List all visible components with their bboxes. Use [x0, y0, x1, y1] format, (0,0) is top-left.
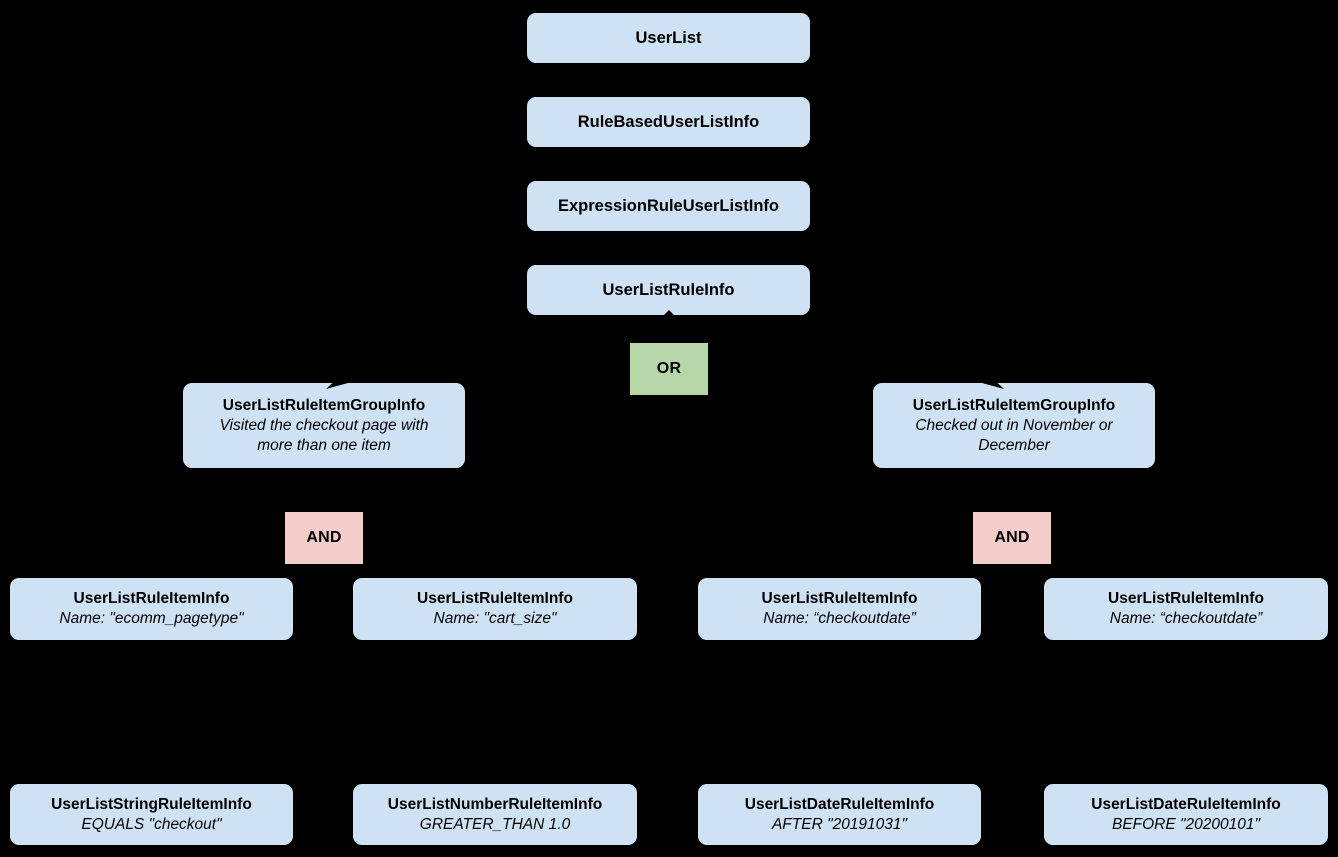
node-dateruleitem-before: UserListDateRuleItemInfo BEFORE "2020010… [1044, 784, 1328, 845]
node-stringruleitem: UserListStringRuleItemInfo EQUALS "check… [10, 784, 293, 845]
node-ruleitem-checkoutdate-2-name: Name: “checkoutdate” [1109, 610, 1263, 627]
node-ruleitem-cart-size-title: UserListRuleItemInfo [417, 590, 573, 607]
node-ruleitemgroup-left: UserListRuleItemGroupInfo Visited the ch… [183, 383, 465, 468]
node-ruleitem-cart-size-name: Name: "cart_size" [433, 610, 557, 627]
node-dateruleitem-after: UserListDateRuleItemInfo AFTER "20191031… [698, 784, 981, 845]
node-ruleitem-checkoutdate-2: UserListRuleItemInfo Name: “checkoutdate… [1044, 578, 1328, 640]
node-dateruleitem-before-operator: BEFORE "20200101" [1111, 815, 1260, 833]
node-numberruleitem-operator: GREATER_THAN 1.0 [419, 815, 571, 833]
node-ruleitem-checkoutdate-1-title: UserListRuleItemInfo [761, 590, 918, 607]
and-operator-left-label: AND [306, 529, 342, 546]
node-dateruleitem-after-title: UserListDateRuleItemInfo [744, 795, 935, 813]
node-numberruleitem-title: UserListNumberRuleItemInfo [387, 795, 603, 813]
node-stringruleitem-operator: EQUALS "checkout" [81, 815, 222, 833]
node-dateruleitem-after-operator: AFTER "20191031" [771, 815, 908, 833]
node-ruleitem-checkoutdate-1-name: Name: “checkoutdate” [763, 610, 916, 627]
and-operator-node-right: AND [973, 512, 1051, 564]
node-dateruleitem-before-title: UserListDateRuleItemInfo [1091, 795, 1281, 813]
and-operator-right-label: AND [994, 529, 1030, 546]
node-ruleitem-ecomm-pagetype-title: UserListRuleItemInfo [73, 590, 230, 607]
node-ruleitem-ecomm-pagetype-name: Name: "ecomm_pagetype" [59, 610, 244, 627]
node-rulebaseduserlistinfo-label: RuleBasedUserListInfo [577, 112, 760, 131]
node-userlistruleinfo-label: UserListRuleInfo [602, 280, 735, 299]
node-ruleitem-ecomm-pagetype: UserListRuleItemInfo Name: "ecomm_pagety… [10, 578, 293, 640]
node-ruleitemgroup-right-description: Checked out in November or December [915, 416, 1113, 454]
or-operator-label: OR [656, 360, 682, 377]
node-expressionruleuserlistinfo: ExpressionRuleUserListInfo [527, 181, 810, 231]
and-operator-node-left: AND [285, 512, 363, 564]
node-numberruleitem: UserListNumberRuleItemInfo GREATER_THAN … [353, 784, 637, 845]
node-userlistruleinfo: UserListRuleInfo [527, 265, 810, 315]
node-expressionruleuserlistinfo-label: ExpressionRuleUserListInfo [558, 196, 779, 215]
node-ruleitem-checkoutdate-2-title: UserListRuleItemInfo [1108, 590, 1264, 607]
node-ruleitemgroup-left-title: UserListRuleItemGroupInfo [222, 396, 426, 414]
node-ruleitem-cart-size: UserListRuleItemInfo Name: "cart_size" [353, 578, 637, 640]
or-operator-node: OR [630, 343, 708, 395]
node-ruleitemgroup-left-description: Visited the checkout page with more than… [219, 416, 429, 454]
node-ruleitem-checkoutdate-1: UserListRuleItemInfo Name: “checkoutdate… [698, 578, 981, 640]
node-ruleitemgroup-right-title: UserListRuleItemGroupInfo [912, 396, 1116, 414]
node-stringruleitem-title: UserListStringRuleItemInfo [51, 795, 252, 813]
node-ruleitemgroup-right: UserListRuleItemGroupInfo Checked out in… [873, 383, 1155, 468]
node-rulebaseduserlistinfo: RuleBasedUserListInfo [527, 97, 810, 147]
node-userlist-label: UserList [635, 28, 702, 47]
node-userlist: UserList [527, 13, 810, 63]
